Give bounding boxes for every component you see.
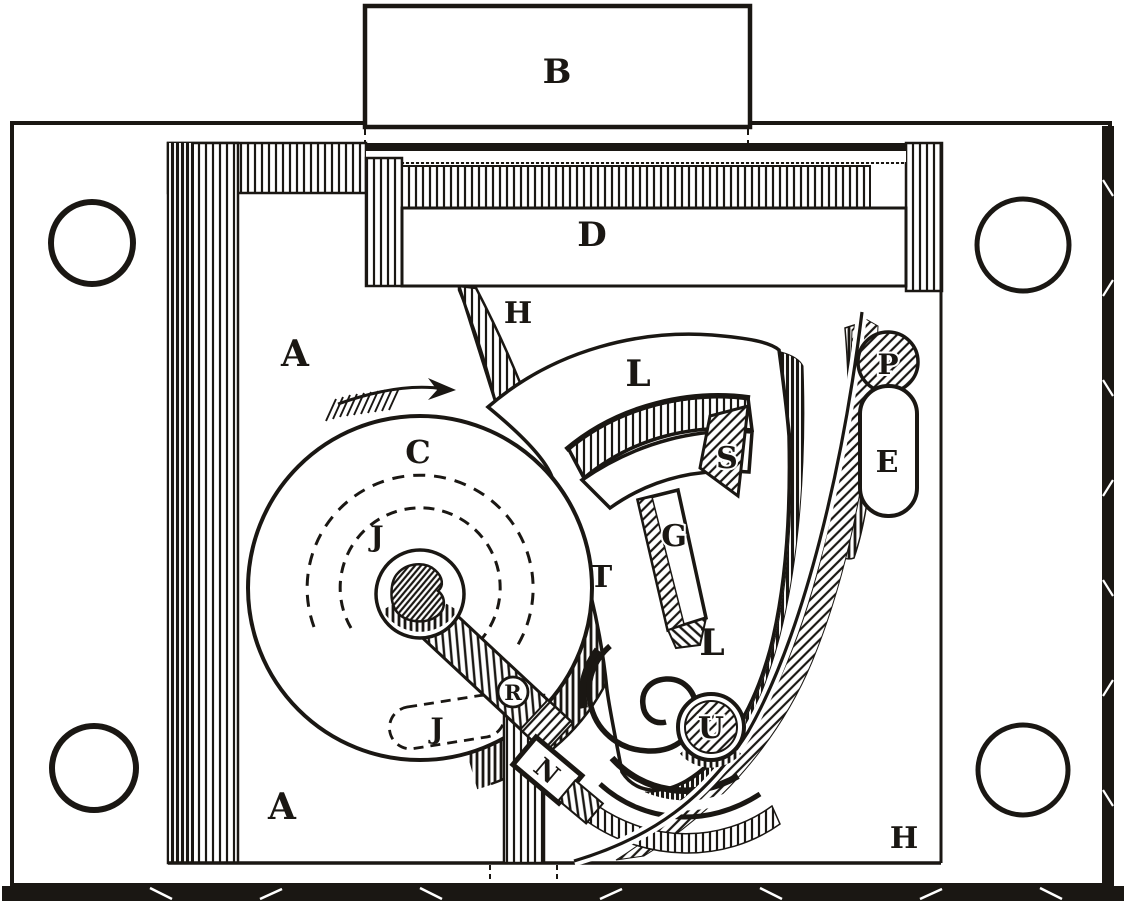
- label-j-lower: J: [427, 712, 443, 745]
- label-l-upper-lever: L: [625, 353, 650, 395]
- rotation-arrow-icon: [325, 378, 456, 422]
- screw-hole-bottom-left: [49, 723, 139, 813]
- plate-bottom-edge: [2, 886, 1124, 901]
- nose-piece: N: [509, 733, 605, 825]
- lever-stud-u: [676, 692, 746, 768]
- screw-hole-top-right: [974, 196, 1072, 294]
- lever-slot: [564, 393, 755, 481]
- case-left-wall-dark: [168, 143, 194, 863]
- bar-stud-r-ring: [496, 675, 530, 709]
- spring-anchor-e: [858, 384, 919, 518]
- label-g-gate: G: [661, 519, 687, 554]
- screw-hole-bottom-right: [975, 722, 1071, 818]
- lever-bottom-edge-upper: [609, 755, 740, 794]
- slot-stud: [698, 403, 750, 499]
- label-h-top: H: [504, 296, 532, 331]
- label-u-stud: U: [698, 711, 724, 746]
- label-a-upper: A: [280, 333, 310, 375]
- label-a-lower: A: [267, 786, 297, 828]
- label-h-bottom: H: [890, 821, 918, 856]
- label-p-stud: P: [877, 348, 898, 381]
- label-e-spring-end: E: [876, 445, 899, 480]
- dashed-track-outer: [305, 473, 535, 649]
- bolt: [364, 151, 908, 288]
- bolt-head: [362, 3, 753, 149]
- label-d-bolt: D: [577, 215, 606, 255]
- mainspring-blade: [572, 311, 868, 867]
- wheel-hub: [374, 548, 466, 640]
- dashed-track-inner: [338, 506, 502, 658]
- screw-hole-top-left: [48, 199, 136, 287]
- case-right-wall: [904, 141, 944, 293]
- lever-bottom-gap: [603, 768, 751, 811]
- label-j-upper: J: [367, 520, 383, 553]
- label-b-bolt-head: B: [543, 52, 572, 92]
- label-r-stud: R: [504, 680, 522, 705]
- label-t-wheel-edge: T: [590, 560, 613, 595]
- bottom-dashed-ticks: [489, 865, 558, 885]
- plate-right-edge: [1102, 126, 1114, 886]
- case-walls: [166, 141, 944, 865]
- label-c-wheel: C: [405, 433, 430, 471]
- spindle-hole: [390, 563, 446, 623]
- label-s-stud: S: [716, 441, 738, 476]
- label-l-lower-lever: L: [699, 622, 724, 664]
